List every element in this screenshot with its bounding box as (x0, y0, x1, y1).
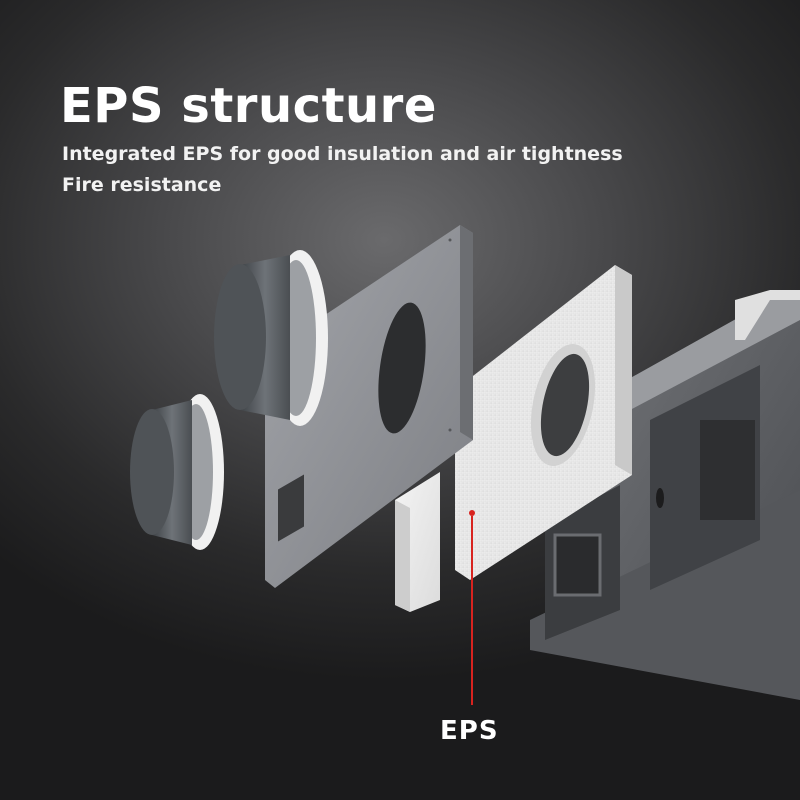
duct-collar-upper (214, 250, 328, 426)
feature-line-insulation: Integrated EPS for good insulation and a… (62, 143, 623, 165)
front-panel (265, 225, 473, 588)
page-title: EPS structure (60, 78, 437, 134)
unit-housing (530, 290, 800, 700)
feature-line-fire: Fire resistance (62, 174, 222, 196)
eps-insulation-board (395, 265, 632, 612)
duct-collar-lower (130, 394, 224, 550)
eps-callout-label: EPS (440, 716, 499, 746)
